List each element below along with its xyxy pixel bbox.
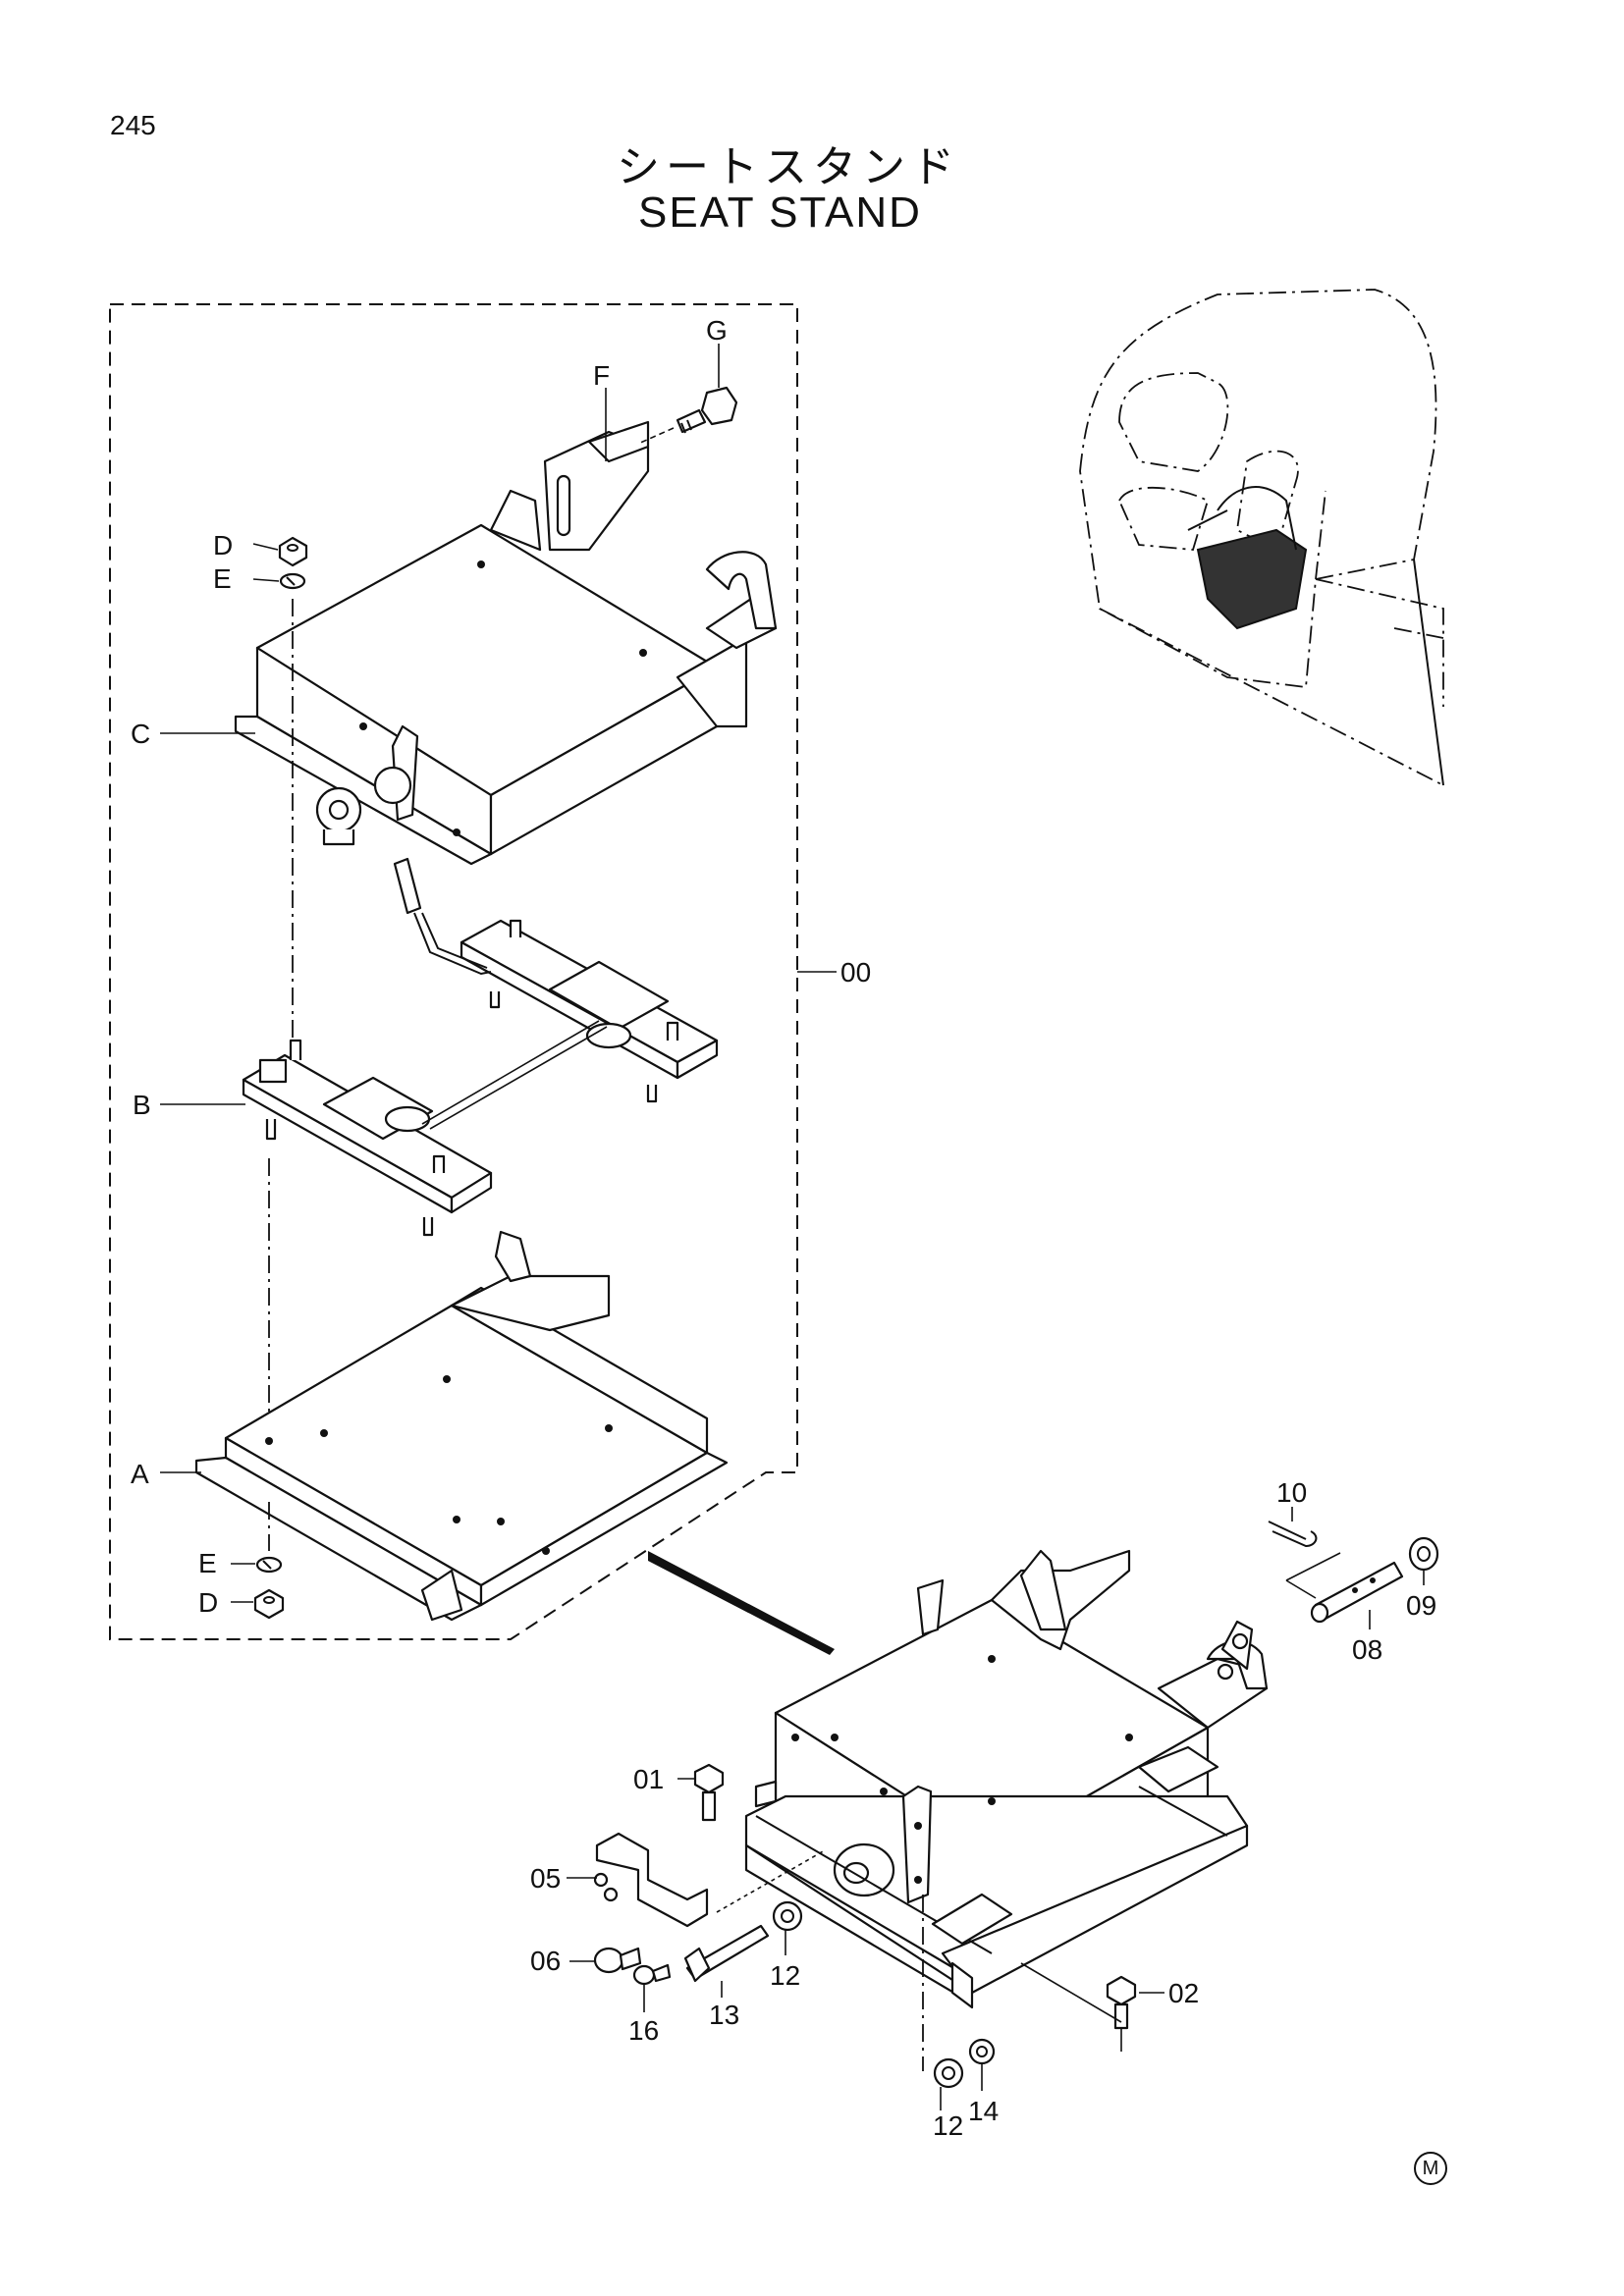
part-14-washer (968, 2038, 996, 2065)
part-12-bushing-upper (772, 1900, 803, 1932)
label-14: 14 (968, 2096, 999, 2126)
part-13-rod (683, 1924, 770, 1983)
part-g-bolt (637, 386, 738, 445)
part-05-bracket (593, 1832, 826, 1928)
part-d-nut-top (278, 536, 308, 567)
part-08-pin (1285, 1552, 1404, 1624)
label-e-bottom: E (198, 1548, 217, 1578)
label-09: 09 (1406, 1590, 1436, 1621)
label-01: 01 (633, 1764, 664, 1794)
label-02: 02 (1168, 1978, 1199, 2008)
label-05: 05 (530, 1863, 561, 1894)
part-d-nut-bottom (253, 1588, 285, 1620)
title-japanese: シートスタンド (617, 142, 960, 192)
cab-overview (1079, 289, 1444, 786)
label-d-bottom: D (198, 1587, 218, 1618)
part-f-bracket (543, 420, 650, 552)
label-d-top: D (213, 530, 233, 561)
part-a-base-plate (194, 1230, 729, 1622)
part-06-bolt (593, 1947, 642, 1974)
leader-lines (160, 344, 1425, 2110)
part-b-slide-rails (242, 857, 719, 1237)
part-e-washer-top (279, 572, 306, 590)
part-10-clip (1268, 1521, 1318, 1548)
label-13: 13 (709, 2000, 739, 2030)
part-e-washer-bottom (255, 1556, 283, 1574)
title-english: SEAT STAND (638, 188, 922, 237)
page-number: 245 (110, 110, 156, 140)
label-12a: 12 (770, 1960, 800, 1991)
label-g: G (706, 315, 728, 346)
part-c-upper-frame (234, 489, 778, 866)
label-f: F (593, 360, 610, 391)
label-e-top: E (213, 563, 232, 594)
part-09-washer (1408, 1536, 1439, 1572)
label-16: 16 (628, 2015, 659, 2046)
pointer-wedge (648, 1551, 835, 1655)
seat-location-highlight (1196, 528, 1308, 630)
label-c: C (131, 719, 150, 749)
part-01-bolt (693, 1763, 725, 1822)
label-00: 00 (840, 957, 871, 988)
label-08: 08 (1352, 1634, 1382, 1665)
kit-boundary (109, 303, 798, 1640)
m-mark: M (1414, 2152, 1447, 2185)
part-12-bushing-lower (922, 1895, 964, 2089)
label-a: A (131, 1459, 149, 1489)
label-b: B (133, 1090, 151, 1120)
label-10: 10 (1276, 1477, 1307, 1508)
part-02-bolt (1020, 1962, 1137, 2052)
part-16-bolt (632, 1963, 672, 1986)
label-06: 06 (530, 1946, 561, 1976)
assembled-seat-stand (648, 1549, 1269, 2009)
label-12b: 12 (933, 2110, 963, 2141)
